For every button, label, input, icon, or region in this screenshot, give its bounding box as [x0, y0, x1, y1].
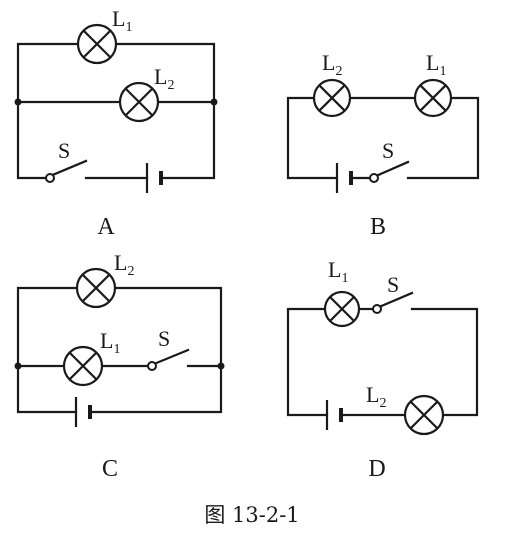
circuit-a: L1 L2 S A — [14, 6, 218, 240]
circuit-b-battery — [335, 163, 353, 193]
circuit-a-l1-label: L1 — [112, 6, 132, 35]
circuit-d-lamp-l2 — [403, 394, 445, 436]
circuit-d-battery — [325, 400, 343, 430]
circuit-b-lamp-l1 — [413, 78, 453, 118]
circuit-b-switch-label: S — [382, 138, 394, 163]
circuit-d-switch — [372, 291, 414, 314]
circuit-d-l1-label: L1 — [328, 257, 348, 286]
circuit-d: L1 S L2 D — [286, 257, 479, 482]
circuit-c-l2-label: L2 — [114, 250, 134, 279]
circuit-c-battery — [74, 397, 92, 427]
circuit-c-switch — [147, 348, 190, 371]
circuit-c: L2 L1 S C — [14, 250, 225, 482]
circuit-c-wires — [16, 286, 223, 414]
circuit-d-wires — [286, 307, 479, 417]
figure-caption: 图 13-2-1 — [204, 503, 299, 527]
circuit-c-lamp-l2 — [75, 267, 117, 309]
circuit-a-junction-right — [210, 98, 218, 106]
circuit-a-junction-left — [14, 98, 22, 106]
circuit-b-l2-label: L2 — [322, 50, 342, 79]
circuit-b-l1-label: L1 — [426, 50, 446, 79]
circuit-d-l2-label: L2 — [366, 382, 386, 411]
circuit-c-l1-label: L1 — [100, 328, 120, 357]
caption-a: A — [97, 214, 115, 240]
circuit-a-battery — [145, 163, 163, 193]
circuit-c-switch-label: S — [158, 326, 170, 351]
circuit-a-wires — [16, 42, 216, 180]
caption-b: B — [370, 214, 386, 240]
circuit-b-lamp-l2 — [312, 78, 352, 118]
circuit-a-lamp-l2 — [118, 81, 160, 123]
circuit-a-lamp-l1 — [76, 23, 118, 65]
circuit-b-switch — [369, 160, 410, 183]
circuit-b: L2 L1 S B — [286, 50, 480, 240]
circuit-d-lamp-l1 — [323, 290, 361, 328]
circuit-c-lamp-l1 — [62, 345, 104, 387]
caption-d: D — [368, 456, 385, 482]
circuit-c-junction-right — [217, 362, 225, 370]
caption-c: C — [102, 456, 118, 482]
circuit-a-l2-label: L2 — [154, 64, 174, 93]
circuit-b-wires — [286, 96, 480, 180]
circuit-a-switch — [45, 159, 88, 183]
circuit-a-switch-label: S — [58, 138, 70, 163]
circuit-d-switch-label: S — [387, 272, 399, 297]
circuit-c-junction-left — [14, 362, 22, 370]
